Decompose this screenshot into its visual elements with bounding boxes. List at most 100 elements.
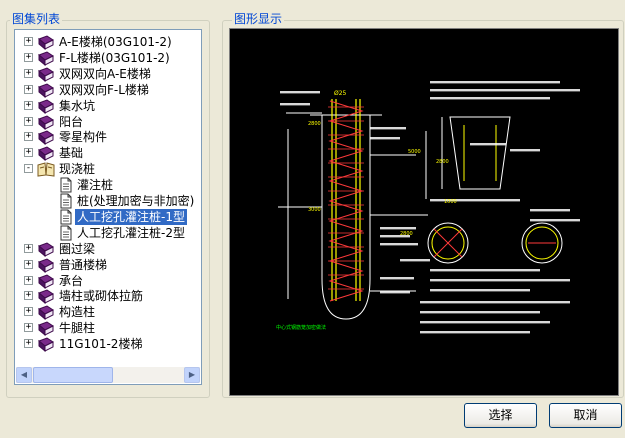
book-icon (37, 273, 55, 289)
tree-item-label: 灌注桩 (77, 178, 114, 193)
expand-toggle[interactable]: + (24, 115, 33, 126)
note-text-line (280, 103, 310, 106)
tree-item-label: F-L楼梯(03G101-2) (59, 50, 170, 65)
tree-item-label: 普通楼梯 (59, 257, 108, 272)
tree-item-label: 现浇桩 (59, 162, 96, 177)
section-circle (427, 222, 469, 264)
document-icon (59, 177, 73, 193)
pile-outline (321, 115, 371, 320)
select-button[interactable]: 选择 (464, 403, 537, 428)
tree-item[interactable]: 灌注桩 (15, 177, 201, 193)
tree-item[interactable]: +阳台 (15, 114, 201, 130)
expand-toggle[interactable]: + (24, 290, 33, 301)
book-icon (37, 304, 55, 321)
tree-item[interactable]: 桩(处理加密与非加密) (15, 193, 201, 209)
expand-toggle[interactable]: + (24, 83, 33, 94)
spiral-stirrup (328, 100, 364, 302)
note-text-line (380, 235, 410, 238)
tree-item[interactable]: + 双网双向F-L楼梯 (15, 82, 201, 98)
tree-item-label: 集水坑 (59, 98, 96, 113)
expand-toggle[interactable]: + (24, 322, 33, 333)
tree-item[interactable]: + 墙柱或砌体拉筋 (15, 288, 201, 305)
book-icon (37, 288, 55, 305)
section-rebar-ring (525, 226, 559, 260)
expand-toggle[interactable]: + (24, 67, 33, 78)
note-text-line (430, 89, 580, 92)
note-text-line (420, 311, 540, 314)
tree-item[interactable]: + 基础 (15, 145, 201, 162)
tree-item-label: 零星构件 (59, 130, 108, 145)
scroll-left-button[interactable]: ◀ (16, 367, 32, 383)
cancel-button[interactable]: 取消 (549, 403, 622, 428)
scroll-thumb[interactable] (33, 367, 113, 383)
tree-item-label: 双网双向F-L楼梯 (59, 82, 149, 97)
tree-item-label: 墙柱或砌体拉筋 (59, 289, 144, 304)
note-text-line (400, 259, 430, 262)
tree-item-label: 牛腿柱 (59, 321, 96, 336)
expand-toggle[interactable]: + (24, 306, 33, 317)
expand-toggle[interactable]: + (24, 338, 33, 349)
note-text-line (370, 137, 400, 140)
expand-toggle[interactable]: + (24, 36, 33, 46)
tree-item[interactable]: - 现浇桩 (15, 161, 201, 177)
open-book-icon (37, 161, 55, 177)
document-icon (59, 193, 73, 209)
tree-item[interactable]: +构造柱 (15, 304, 201, 321)
tree-item[interactable]: + 普通楼梯 (15, 257, 201, 273)
book-icon (37, 66, 55, 82)
expand-toggle[interactable]: + (24, 258, 33, 269)
book-icon (37, 336, 55, 353)
note-text-line (280, 91, 320, 94)
dimension-value: 2800 (436, 159, 449, 165)
tree-item[interactable]: +圈过梁 (15, 241, 201, 257)
expand-toggle[interactable]: + (24, 51, 33, 62)
tree-item-label: 基础 (59, 146, 84, 161)
note-text-line (430, 199, 520, 202)
expand-toggle[interactable]: + (24, 99, 33, 110)
book-icon (37, 257, 55, 273)
tree-item[interactable]: + 零星构件 (15, 129, 201, 146)
tree-item[interactable]: 人工挖孔灌注桩-2型 (15, 225, 201, 241)
scroll-right-button[interactable]: ▶ (184, 367, 200, 383)
note-text-line (470, 143, 506, 146)
note-text-line (380, 243, 418, 246)
book-icon (37, 320, 55, 337)
expand-toggle[interactable]: + (24, 242, 33, 253)
tree-item[interactable]: + 集水坑 (15, 98, 201, 114)
expand-toggle[interactable]: + (24, 274, 33, 285)
expand-toggle[interactable]: + (24, 147, 33, 158)
preview-group-box (222, 20, 624, 398)
note-text-line (380, 277, 414, 280)
book-icon (37, 129, 55, 146)
tree-group-title: 图集列表 (10, 12, 63, 26)
tree-item[interactable]: + F-L楼梯(03G101-2) (15, 50, 201, 66)
expand-toggle[interactable]: + (24, 131, 33, 142)
note-text-line (510, 149, 540, 152)
tree-item[interactable]: 人工挖孔灌注桩-1型 (15, 208, 201, 225)
document-icon (59, 225, 73, 241)
tree-item[interactable]: +双网双向A-E楼梯 (15, 66, 201, 82)
tree-group-box (6, 20, 210, 398)
section-rebar-ring (431, 226, 465, 260)
section-cross (433, 228, 463, 258)
book-icon (37, 114, 55, 130)
tree-item-label: A-E楼梯(03G101-2) (59, 35, 172, 49)
note-text-line (420, 321, 550, 324)
note-text-line (370, 127, 406, 130)
tree-item-label: 桩(处理加密与非加密) (77, 194, 195, 208)
note-text-line (530, 219, 580, 222)
tree-item-label: 11G101-2楼梯 (59, 337, 143, 352)
collapse-toggle[interactable]: - (24, 163, 33, 174)
note-text-line (430, 97, 550, 100)
tree-item[interactable]: +11G101-2楼梯 (15, 336, 201, 353)
tree-item[interactable]: + A-E楼梯(03G101-2) (15, 34, 201, 51)
horizontal-scrollbar[interactable]: ◀ ▶ (16, 367, 200, 383)
note-text-line (530, 209, 570, 212)
tree-item[interactable]: + 牛腿柱 (15, 320, 201, 337)
note-text-line (420, 331, 530, 334)
section-circle (521, 222, 563, 264)
drawing-set-tree[interactable]: + A-E楼梯(03G101-2) + F-L楼梯(03G101-2)+双网双向A-E… (14, 29, 202, 385)
tree-item[interactable]: +承台 (15, 273, 201, 289)
cap-section (449, 116, 511, 190)
book-icon (37, 145, 55, 162)
